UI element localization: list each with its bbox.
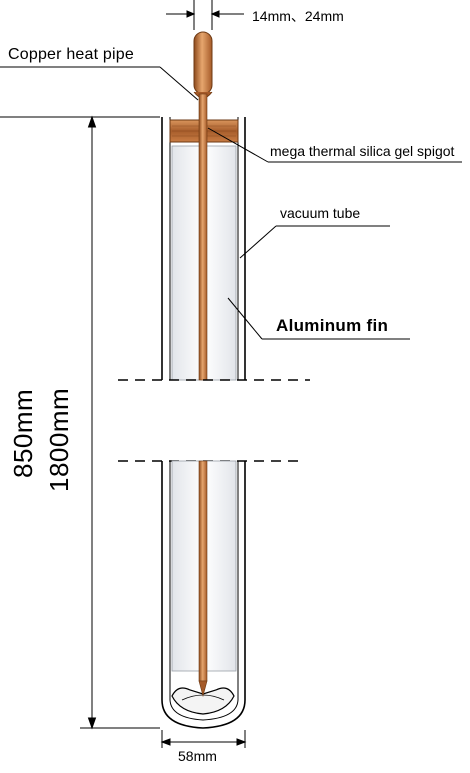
vacuum-tube-lower xyxy=(161,461,246,729)
label-leaders xyxy=(207,127,462,340)
heat-pipe-leader xyxy=(0,66,199,101)
length-1800-label: 1800mm xyxy=(44,387,74,492)
tube-diameter-dimension xyxy=(160,730,247,748)
heat-pipe-label: Copper heat pipe xyxy=(8,46,134,63)
copper-pipe-lower xyxy=(198,460,208,682)
condenser-bulb xyxy=(193,31,213,99)
aluminum-fin-label: Aluminum fin xyxy=(276,316,389,335)
spigot-label: mega thermal silica gel spigot xyxy=(270,143,455,159)
tube-diameter-label: 58mm xyxy=(178,748,217,764)
copper-pipe-upper xyxy=(198,93,208,381)
pipe-diameter-dimension xyxy=(166,0,244,30)
vacuum-tube-upper xyxy=(161,117,246,380)
length-dimension xyxy=(0,115,160,730)
pipe-diameter-label: 14mm、24mm xyxy=(252,8,344,24)
copper-pipe-tip xyxy=(198,680,208,698)
vacuum-tube-label: vacuum tube xyxy=(280,205,361,221)
length-850-label: 850mm xyxy=(8,388,38,478)
